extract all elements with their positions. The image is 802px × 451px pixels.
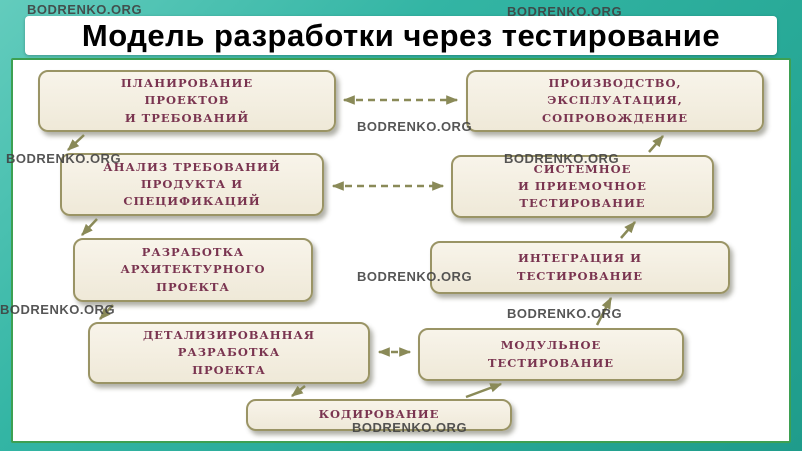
watermark: BODRENKO.ORG [504, 151, 620, 166]
slide-title: Модель разработки через тестирование [81, 17, 721, 53]
watermark: BODRENKO.ORG [357, 119, 473, 134]
watermark: BODRENKO.ORG [0, 302, 116, 317]
box-module-testing: МОДУЛЬНОЕ ТЕСТИРОВАНИЕ [418, 328, 684, 381]
watermark: BODRENKO.ORG [352, 420, 468, 435]
title-bar: Модель разработки через тестирование [25, 16, 777, 55]
box-requirements-analysis: АНАЛИЗ ТРЕБОВАНИЙ ПРОДУКТА И СПЕЦИФИКАЦИ… [60, 153, 324, 216]
watermark: BODRENKO.ORG [507, 306, 623, 321]
box-system-acceptance-testing: СИСТЕМНОЕ И ПРИЕМОЧНОЕ ТЕСТИРОВАНИЕ [451, 155, 714, 218]
watermark: BODRENKO.ORG [507, 4, 623, 19]
box-production-operation: ПРОИЗВОДСТВО, ЭКСПЛУАТАЦИЯ, СОПРОВОЖДЕНИ… [466, 70, 764, 132]
watermark: BODRENKO.ORG [357, 269, 473, 284]
watermark: BODRENKO.ORG [27, 2, 143, 17]
box-architecture-design: РАЗРАБОТКА АРХИТЕКТУРНОГО ПРОЕКТА [73, 238, 313, 302]
box-integration-testing: ИНТЕГРАЦИЯ И ТЕСТИРОВАНИЕ [430, 241, 730, 294]
watermark: BODRENKO.ORG [6, 151, 122, 166]
box-coding: КОДИРОВАНИЕ [246, 399, 512, 431]
box-planning: ПЛАНИРОВАНИЕ ПРОЕКТОВ И ТРЕБОВАНИЙ [38, 70, 336, 132]
box-detailed-design: ДЕТАЛИЗИРОВАННАЯ РАЗРАБОТКА ПРОЕКТА [88, 322, 370, 384]
